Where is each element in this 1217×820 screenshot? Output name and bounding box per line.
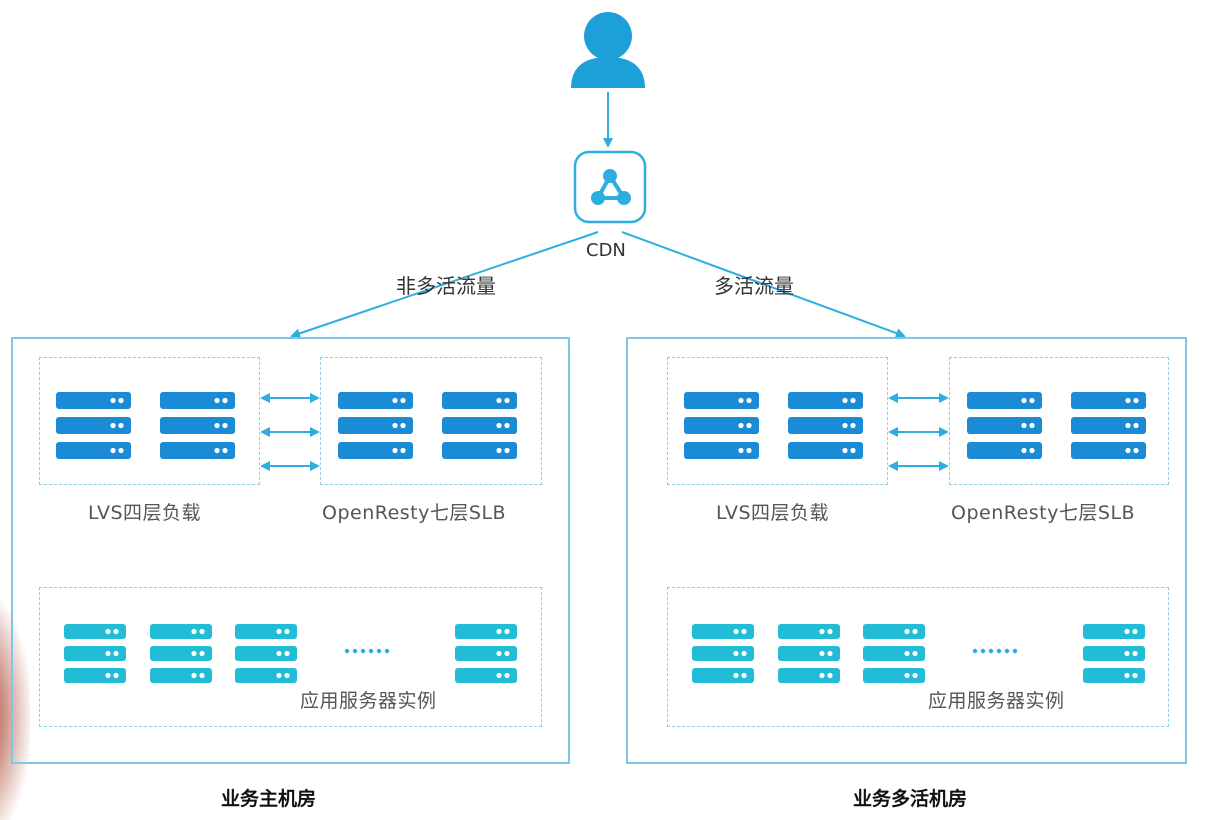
- main-app-server-icon-2: [150, 624, 212, 683]
- active-app-server-icon-3: [863, 624, 925, 683]
- active-lvs-server-icon-1: [684, 392, 759, 459]
- active-lvs-group: [667, 357, 888, 485]
- active-app-server-icon-2: [778, 624, 840, 683]
- active-app-server-icon-4: [1083, 624, 1145, 683]
- active-more-servers-ellipsis: [972, 648, 1018, 654]
- main-lvs-group: [39, 357, 260, 485]
- main-app-label: 应用服务器实例: [300, 690, 437, 712]
- active-lvs-server-icon-2: [788, 392, 863, 459]
- main-slb-group: [320, 357, 542, 485]
- active-slb-label: OpenResty七层SLB: [951, 502, 1136, 524]
- user-icon: [571, 12, 645, 88]
- cdn-to-main-room-arrow: [290, 231, 599, 339]
- main-app-group: [39, 587, 542, 727]
- cdn-label: CDN: [586, 240, 626, 261]
- active-flow-label: 多活流量: [714, 274, 794, 298]
- main-lvs-server-icon-1: [56, 392, 131, 459]
- main-slb-server-icon-2: [442, 392, 517, 459]
- main-lvs-label: LVS四层负载: [88, 502, 202, 524]
- active-app-label: 应用服务器实例: [928, 690, 1065, 712]
- main-more-servers-ellipsis: [344, 648, 390, 654]
- active-slb-server-icon-1: [967, 392, 1042, 459]
- edge-artifact: [0, 590, 30, 820]
- cdn-to-active-room-arrow: [621, 231, 906, 338]
- main-slb-label: OpenResty七层SLB: [322, 502, 507, 524]
- active-app-group: [667, 587, 1169, 727]
- main-datacenter-frame: [11, 337, 570, 764]
- active-lvs-label: LVS四层负载: [716, 502, 830, 524]
- main-app-server-icon-3: [235, 624, 297, 683]
- main-app-server-icon-1: [64, 624, 126, 683]
- main-app-server-icon-4: [455, 624, 517, 683]
- active-datacenter-title: 业务多活机房: [853, 788, 968, 810]
- main-slb-server-icon-1: [338, 392, 413, 459]
- active-slb-group: [949, 357, 1169, 485]
- active-slb-server-icon-2: [1071, 392, 1146, 459]
- main-datacenter-title: 业务主机房: [221, 788, 317, 810]
- main-lvs-server-icon-2: [160, 392, 235, 459]
- non-active-flow-label: 非多活流量: [396, 274, 496, 298]
- active-datacenter-frame: [626, 337, 1187, 764]
- cdn-network-icon: [573, 150, 647, 224]
- active-app-server-icon-1: [692, 624, 754, 683]
